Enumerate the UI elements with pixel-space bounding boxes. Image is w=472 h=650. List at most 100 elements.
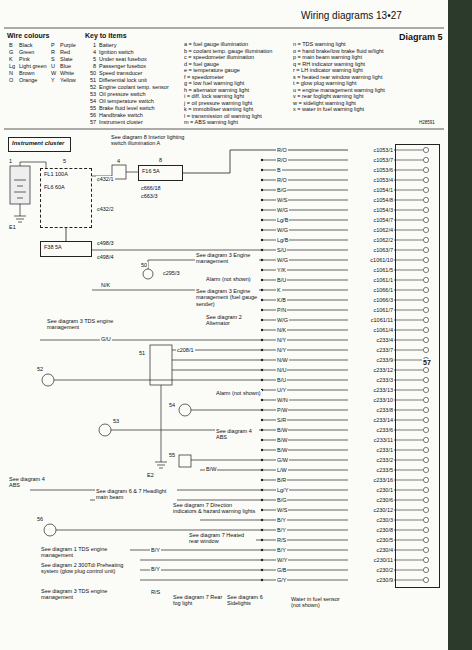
wire-end-dot: [261, 409, 263, 411]
wire-end-dot: [261, 359, 263, 361]
diagram-label: 51: [138, 350, 146, 356]
pin-name: c1054/7: [348, 217, 394, 223]
wire-end-dot: [261, 369, 263, 371]
cluster-wire: [395, 310, 423, 311]
diagram-label: 50: [140, 262, 148, 268]
pin-name: c1054/3: [348, 207, 394, 213]
wire-end-dot: [261, 189, 263, 191]
header-rule: [4, 28, 444, 29]
wire-colour: G/Y: [276, 577, 287, 583]
wire-colour: L/W: [276, 467, 288, 473]
lamp-symbol: [423, 577, 428, 582]
diagram-label: 8: [158, 157, 163, 163]
diagram-label: See diagram 4 ABS: [8, 476, 55, 489]
cluster-wire: [395, 230, 423, 231]
fusebox: FL1 100AFL6 60A: [40, 168, 92, 228]
wire-colour-code: Black: [18, 42, 33, 48]
wire-end-dot: [261, 269, 263, 271]
pin-name: c1066/3: [348, 297, 394, 303]
diagram-label: B/W: [205, 466, 217, 472]
key-item: g = low fuel warning light: [183, 80, 245, 86]
pin-name: c1053/1: [348, 147, 394, 153]
box-text: Instrument cluster: [11, 140, 68, 147]
pin-name: c1061/1: [348, 277, 394, 283]
callout-number: 54: [82, 98, 97, 104]
wire-end-dot: [261, 419, 263, 421]
lamp-symbol: [423, 457, 428, 462]
key-item: u = engine management warning light: [292, 87, 386, 93]
wire-colour: W/G: [276, 227, 289, 233]
lamp-symbol: [423, 187, 428, 192]
wire-colour: R/O: [276, 147, 288, 153]
wire-colour-code: W: [50, 70, 57, 76]
wire-colour: W/G: [276, 257, 289, 263]
coolant-sensor: [42, 374, 54, 386]
wire-end-dot: [261, 239, 263, 241]
cluster-wire: [395, 300, 423, 301]
cluster-wire: [395, 240, 423, 241]
fuse-box: F38 5A: [40, 241, 92, 257]
lamp-symbol: [423, 197, 428, 202]
wire-end-dot: [261, 539, 263, 541]
lamp-symbol: [423, 257, 428, 262]
wire-colour-code: Light green: [18, 63, 48, 69]
wire-colour: W/G: [276, 317, 289, 323]
key-item: Oil pressure switch: [98, 91, 146, 97]
wire-end-dot: [261, 279, 263, 281]
pin-name: c230/9: [348, 577, 394, 583]
callout-number: 55: [82, 105, 97, 111]
cluster-wire: [395, 390, 423, 391]
wire-colour-code: N: [8, 70, 14, 76]
cluster-wire: [395, 170, 423, 171]
wire-colour-code: B: [8, 42, 14, 48]
cluster-wire: [395, 540, 423, 541]
diagram-label: See diagram 3 Engine management (fuel ga…: [195, 288, 259, 307]
lamp-symbol: [423, 297, 428, 302]
key-item: k = immobiliser warning light: [183, 106, 254, 112]
book-spine: [448, 0, 472, 650]
cluster-wire: [395, 460, 423, 461]
lamp-symbol: [423, 427, 428, 432]
cluster-wire: [395, 430, 423, 431]
key-item: d = fuel gauge: [183, 61, 220, 67]
lamp-symbol: [423, 177, 428, 182]
cluster-wire: [395, 480, 423, 481]
diagram-label: Alarm (not shown): [205, 276, 252, 282]
cluster-wire: [395, 190, 423, 191]
wire-colour: B/Y: [276, 547, 287, 553]
diagram-label: c208/1: [176, 347, 195, 353]
wire-colour: S/R: [276, 417, 287, 423]
diagram-label: See diagram 7 Rear fog light: [172, 594, 224, 607]
pin-name: c1061/11: [348, 317, 394, 323]
diagram-label: 53: [112, 418, 120, 424]
box-text: FL6 60A: [43, 184, 89, 191]
figure-code: H28591: [418, 120, 436, 125]
diagram-label: 4: [116, 158, 121, 164]
instrument-cluster: 57: [395, 144, 440, 588]
lamp-symbol: [423, 487, 428, 492]
wire-colour: B/W: [276, 437, 288, 443]
wire-colour: U/Y: [276, 387, 287, 393]
pin-name: c1061/7: [348, 307, 394, 313]
diagram-label: E2: [146, 472, 155, 478]
pin-name: c233/3: [348, 377, 394, 383]
key-item: h = alternator warning light: [183, 87, 250, 93]
wire-end-dot: [261, 399, 263, 401]
brake-fluid-switch: [179, 455, 191, 467]
wire-end-dot: [261, 379, 263, 381]
wire-colour: B: [276, 167, 282, 173]
wire-end-dot: [261, 229, 263, 231]
diagram-label: c498/3: [96, 240, 115, 246]
table-heading: Key to items: [84, 32, 128, 40]
pin-name: c233/8: [348, 407, 394, 413]
cluster-wire: [395, 280, 423, 281]
key-item: i = diff. lock warning light: [183, 93, 245, 99]
cluster-wire: [395, 200, 423, 201]
lamp-symbol: [423, 307, 428, 312]
wire-colour: N/W: [276, 357, 289, 363]
wire-colour-code: R: [50, 49, 56, 55]
callout-number: 52: [82, 84, 97, 90]
pin-name: c1061/5: [348, 267, 394, 273]
pin-name: c1066/1: [348, 287, 394, 293]
